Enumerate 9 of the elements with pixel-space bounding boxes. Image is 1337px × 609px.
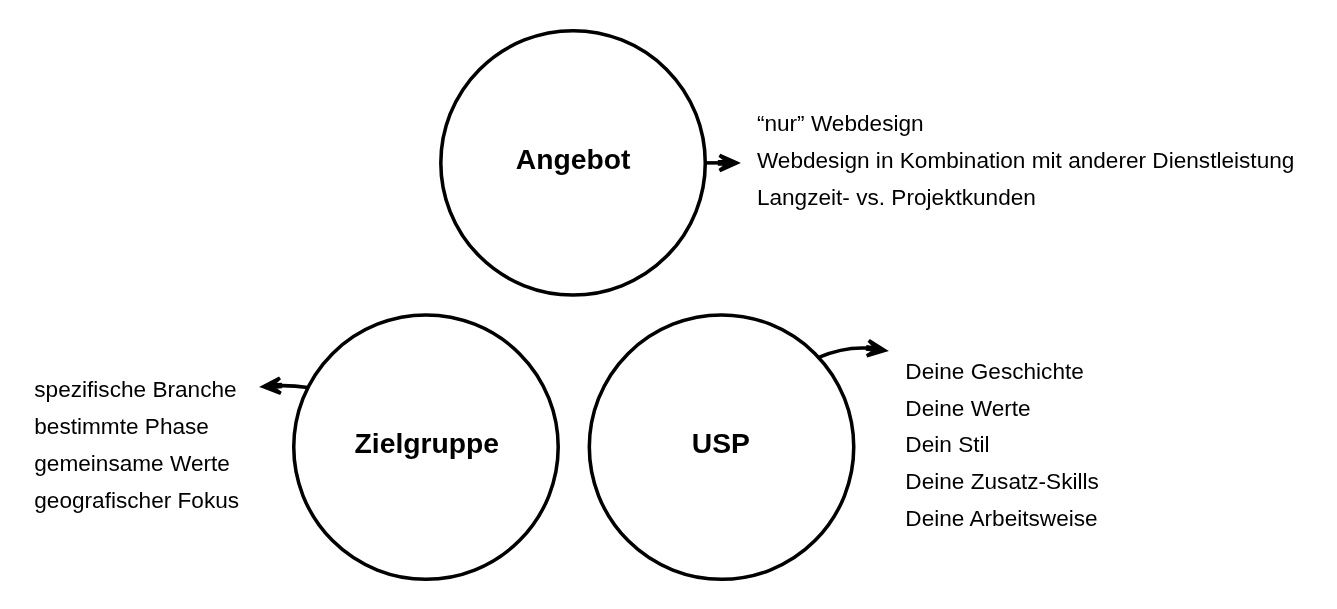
- node-text: Deine Geschichte Deine Werte Dein Stil Deine Zusatz-Skills Deine Arbeitsweise: [905, 358, 1099, 531]
- node-circle: Zielgruppe: [292, 312, 560, 581]
- arrow: [818, 338, 887, 359]
- node-text: “nur” Webdesign Webdesign in Kombination mit anderer Dienstleistung Langzeit- vs. Projektkunden: [756, 110, 1295, 210]
- node-circle: USP: [587, 312, 856, 581]
- arrow: [705, 152, 739, 172]
- arrow: [261, 375, 309, 395]
- node-circle: Angebot: [439, 28, 708, 297]
- node-text: spezifische Branche bestimmte Phase gemeinsame Werte geografischer Fokus: [34, 376, 240, 513]
